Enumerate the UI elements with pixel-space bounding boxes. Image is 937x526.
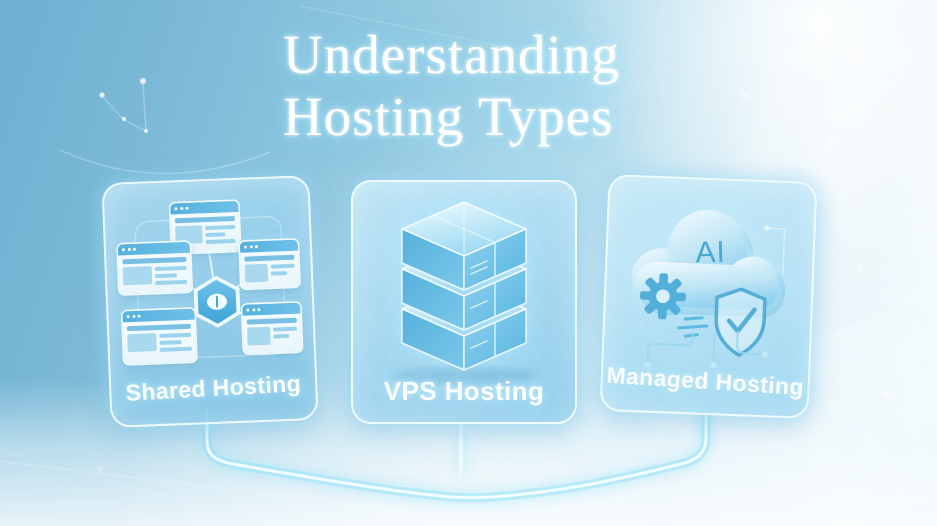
card-managed-hosting: AI bbox=[599, 174, 818, 419]
page-title: Understanding Hosting Types bbox=[283, 24, 620, 148]
sparkle-dot bbox=[829, 141, 833, 145]
browser-header bbox=[242, 302, 301, 316]
server-stack-icon bbox=[392, 201, 536, 385]
browser-window-icon bbox=[239, 239, 300, 289]
card-label-vps-hosting: VPS Hosting bbox=[383, 376, 545, 406]
ai-badge: AI bbox=[695, 236, 726, 270]
browser-header bbox=[170, 200, 239, 215]
browser-header bbox=[117, 241, 191, 256]
sparkle-dot bbox=[842, 188, 845, 191]
sparkle-dot bbox=[859, 266, 862, 269]
browser-header bbox=[239, 239, 299, 253]
sparkle-dot bbox=[98, 468, 101, 471]
floor-tile-line bbox=[0, 456, 399, 511]
browser-header bbox=[122, 308, 195, 323]
browser-window-icon bbox=[117, 241, 192, 295]
sparkle-dot bbox=[743, 94, 746, 97]
browser-window-icon bbox=[242, 302, 302, 354]
hexagon-inner bbox=[197, 279, 237, 324]
floor-tile-line bbox=[538, 416, 937, 478]
shield-check-icon bbox=[714, 287, 767, 357]
card-vps-hosting: VPS Hosting bbox=[351, 180, 577, 424]
sparkle-dot bbox=[906, 298, 909, 301]
title-line-1: Understanding bbox=[283, 24, 620, 85]
server-glyph bbox=[207, 293, 228, 310]
card-shared-hosting: Shared Hosting bbox=[101, 175, 319, 428]
title-line-2: Hosting Types bbox=[283, 86, 614, 147]
browser-window-icon bbox=[122, 308, 197, 365]
sparkle-dot bbox=[884, 392, 888, 396]
wall-seam-line bbox=[866, 0, 868, 430]
